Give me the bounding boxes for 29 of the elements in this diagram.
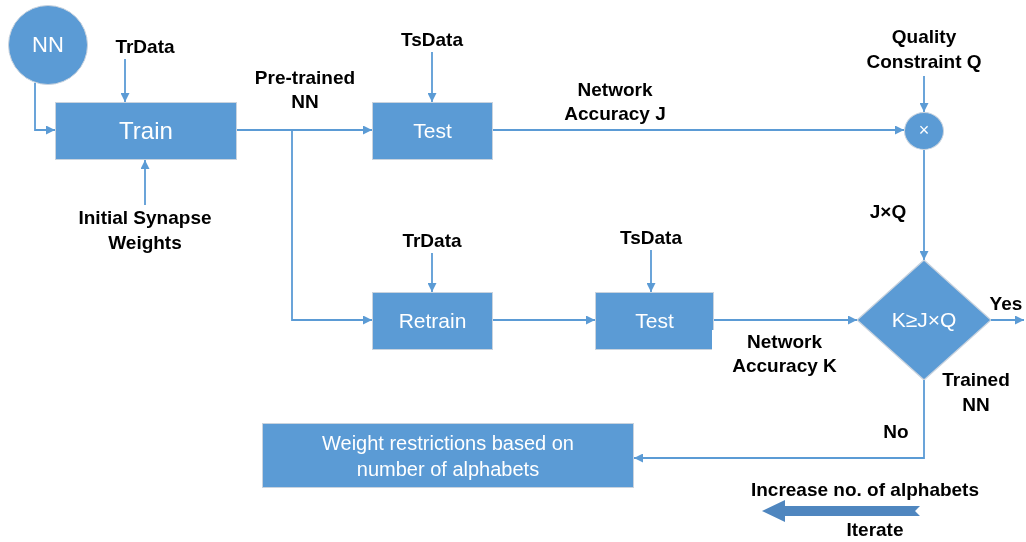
arrow <box>34 81 56 135</box>
arrow <box>140 159 150 206</box>
process-box: Retrain <box>372 292 493 350</box>
process-box: Train <box>55 102 237 160</box>
arrow <box>120 58 130 103</box>
arrow <box>236 129 373 325</box>
arrow <box>427 51 437 103</box>
arrow <box>713 315 858 325</box>
arrow <box>633 379 925 463</box>
note-label: Iterate <box>845 518 905 542</box>
arrow <box>919 149 929 261</box>
node-circle: × <box>904 112 944 150</box>
arrow <box>492 315 596 325</box>
arrow <box>919 75 929 113</box>
input-label: TrData <box>95 35 195 59</box>
arrow <box>990 315 1025 325</box>
node-circle: NN <box>8 5 88 85</box>
arrow <box>492 125 905 135</box>
input-label: Initial Synapse Weights <box>40 205 250 257</box>
input-label: TsData <box>601 226 701 250</box>
process-box: Test <box>595 292 714 350</box>
arrow <box>427 252 437 293</box>
input-label: TsData <box>382 28 482 52</box>
input-label: Quality Constraint Q <box>854 24 994 76</box>
arrow <box>646 249 656 293</box>
input-label: TrData <box>382 229 482 253</box>
process-box: Weight restrictions based on number of alphabets <box>262 423 634 488</box>
process-box: Test <box>372 102 493 160</box>
note-label: Increase no. of alphabets <box>749 478 981 502</box>
